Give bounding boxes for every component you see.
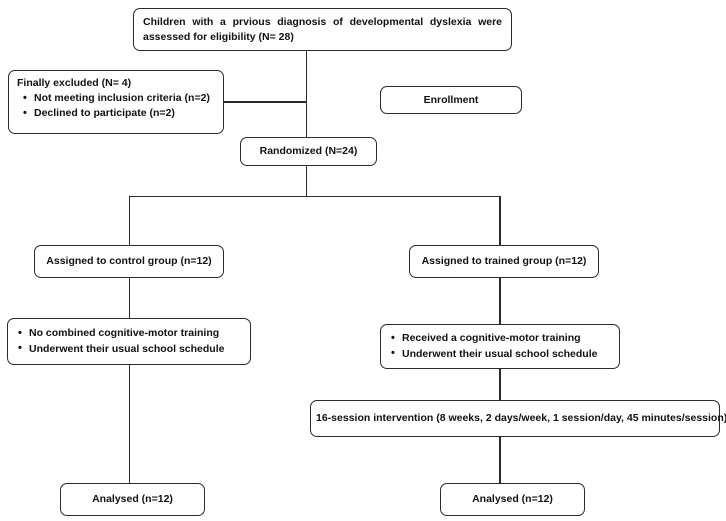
control-detail-list: No combined cognitive-motor training Und… <box>14 326 244 357</box>
list-item: Declined to participate (n=2) <box>17 106 216 122</box>
box-eligibility-assessment[interactable]: Children with a prvious diagnosis of dev… <box>133 8 512 51</box>
trained-analysed-label: Analysed (n=12) <box>472 493 553 506</box>
control-assigned-label: Assigned to control group (n=12) <box>46 255 212 268</box>
box-trained-group-details[interactable]: Received a cognitive-motor training Unde… <box>380 324 620 369</box>
connector-intervention-to-analysed <box>499 437 501 484</box>
connector-control-assigned-to-detail <box>128 278 131 319</box>
excluded-heading: Finally excluded (N= 4) <box>17 77 132 89</box>
box-analysed-trained[interactable]: Analysed (n=12) <box>440 483 585 516</box>
connector-split-to-trained-assigned <box>499 195 501 246</box>
box-excluded[interactable]: Finally excluded (N= 4) Not meeting incl… <box>8 70 224 134</box>
box-assigned-trained-group[interactable]: Assigned to trained group (n=12) <box>409 245 599 278</box>
list-item: No combined cognitive-motor training <box>14 326 244 342</box>
box-enrollment-stage-label[interactable]: Enrollment <box>380 86 522 114</box>
connector-control-detail-to-analysed <box>128 365 131 484</box>
randomized-label: Randomized (N=24) <box>259 145 358 158</box>
list-item: Received a cognitive-motor training <box>387 331 613 347</box>
excluded-reason-list: Not meeting inclusion criteria (n=2) Dec… <box>17 91 216 122</box>
list-item: Underwent their usual school schedule <box>14 341 244 357</box>
list-item: Underwent their usual school schedule <box>387 346 613 362</box>
connector-allocation-split-bar <box>128 195 501 198</box>
box-analysed-control[interactable]: Analysed (n=12) <box>60 483 205 516</box>
trained-assigned-label: Assigned to trained group (n=12) <box>421 255 587 268</box>
trained-detail-list: Received a cognitive-motor training Unde… <box>387 331 613 362</box>
eligibility-line-1: Children with a prvious diagnosis of dev… <box>143 16 502 29</box>
box-assigned-control-group[interactable]: Assigned to control group (n=12) <box>34 245 224 278</box>
connector-split-to-control-assigned <box>128 195 131 246</box>
box-randomized[interactable]: Randomized (N=24) <box>240 137 377 166</box>
connector-trained-assigned-to-detail <box>499 278 501 325</box>
intervention-label: 16-session intervention (8 weeks, 2 days… <box>316 412 726 425</box>
eligibility-line-2: assessed for eligibility (N= 28) <box>143 30 294 43</box>
enrollment-label: Enrollment <box>423 93 479 106</box>
connector-randomized-down <box>305 166 308 197</box>
box-intervention-protocol[interactable]: 16-session intervention (8 weeks, 2 days… <box>310 400 726 437</box>
list-item: Not meeting inclusion criteria (n=2) <box>17 91 216 107</box>
box-control-group-details[interactable]: No combined cognitive-motor training Und… <box>7 318 251 365</box>
connector-trained-detail-to-intervention <box>499 369 501 401</box>
control-analysed-label: Analysed (n=12) <box>92 493 173 506</box>
connector-eligibility-to-randomized <box>305 50 308 138</box>
connector-to-excluded-box <box>223 101 307 103</box>
